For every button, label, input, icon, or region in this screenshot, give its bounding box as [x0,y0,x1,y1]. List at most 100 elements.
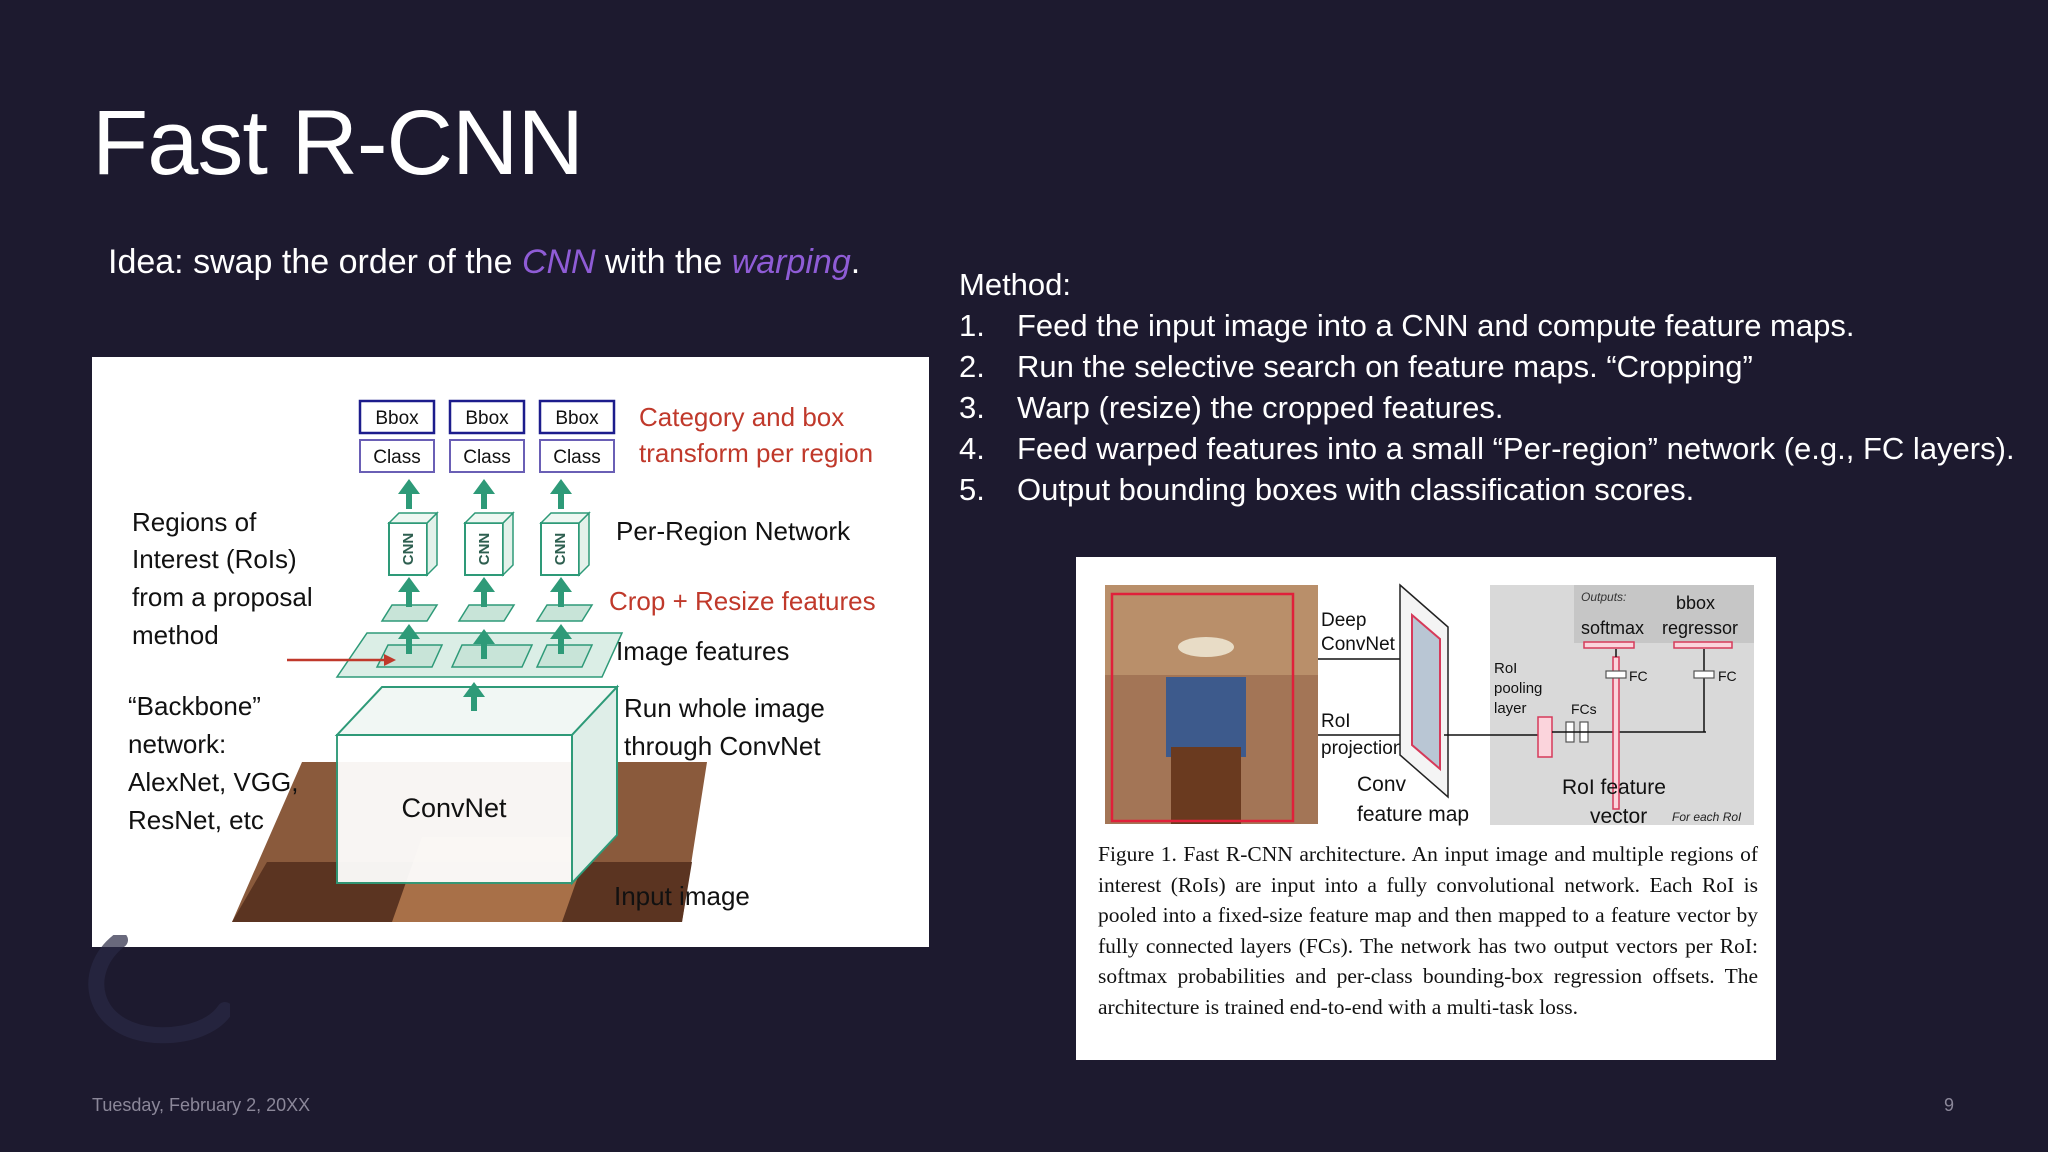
class-label: Class [553,447,601,468]
photo-background [1105,585,1318,675]
photo-horse [1171,747,1241,824]
up-arrow-icon [473,629,495,659]
idea-term-warping: warping [731,243,851,281]
method-steps: 1. Feed the input image into a CNN and co… [959,305,2015,510]
up-arrow-icon [473,479,495,509]
backbone-line2: network: [128,729,226,759]
green-arrows [398,479,572,659]
class-label: Class [373,447,421,468]
bbox-label: Bbox [375,408,419,429]
roi-pooling-line1: RoI [1494,660,1517,677]
outputs-block [1574,585,1754,643]
step-number: 1. [959,308,985,343]
up-arrow-icon [398,624,420,654]
crop-resize-label: Crop + Resize features [609,586,876,616]
cnn-block-top [539,512,591,524]
input-image-label: Input image [614,881,750,911]
fc-bbox-block [1693,670,1715,679]
class-box [539,439,615,473]
convnet-front [336,734,573,884]
cnn-label: CNN [400,533,417,566]
idea-middle: with the [595,243,732,281]
regions-line4: method [132,620,219,650]
regions-line1: Regions of [132,507,257,537]
fc-label-left: FC [1629,668,1648,684]
regions-line3: from a proposal [132,582,313,612]
pipeline-diagram: ConvNet CNN [128,399,876,922]
roi-label: RoI [1321,711,1351,732]
run-whole-image-line1: Run whole image [624,693,825,723]
per-region-label: Per-Region Network [616,516,851,546]
up-arrow-icon [463,682,485,711]
fcs-label: FCs [1571,701,1597,717]
backbone-line4: ResNet, etc [128,805,264,835]
idea-term-cnn: CNN [521,243,596,281]
method-step: 1. Feed the input image into a CNN and co… [959,305,2015,346]
roi-box [1110,592,1295,823]
step-number: 4. [959,431,985,466]
outputs-label: Outputs: [1581,590,1626,604]
regions-line2: Interest (RoIs) [132,544,297,574]
softmax-output-bar [1583,641,1635,649]
method-step: 3.Warp (resize) the cropped features. [959,387,2015,428]
bbox-output-bar [1673,641,1733,649]
bbox-box [538,399,616,435]
projection-label: projection [1321,738,1403,759]
bbox-label: Bbox [465,408,509,429]
bbox-label: bbox [1676,593,1715,613]
resized-feature-1 [380,604,439,622]
fc-label-right: FC [1718,668,1737,684]
step-text: Feed the input image into a CNN and comp… [1017,308,1855,343]
page-number: 9 [1944,1095,1955,1115]
step-number: 3. [959,390,985,425]
per-region-cnn-blocks: CNN CNN CNN [387,511,591,577]
resized-feature-3 [535,604,594,622]
figure-caption: Figure 1. Fast R-CNN architecture. An in… [1098,842,1758,1019]
step-number: 5. [959,472,985,507]
cnn-block-top [463,512,515,524]
regressor-label: regressor [1662,618,1738,638]
roi-projection-region [1411,612,1441,772]
up-arrow-icon [550,577,572,607]
roi-crop-1 [375,644,444,668]
method-section: Method: 1. Feed the input image into a CN… [959,264,2015,510]
up-arrow-icon [550,624,572,654]
method-step: 4. Feed warped features into a small “Per… [959,428,2015,469]
step-number: 2. [959,349,985,384]
roi-pooling-line3: layer [1494,700,1527,717]
decorative-arc [88,935,230,1044]
bbox-box [448,399,526,435]
step-text: Feed warped features into a small “Per-r… [1017,431,2015,466]
cnn-block [540,522,580,576]
roi-pool-block [1537,716,1553,758]
architecture-diagram: Deep ConvNet RoI projection Conv feature… [1105,583,1754,828]
category-label-line1: Category and box [639,402,844,432]
roi-crop-3 [535,644,594,668]
fast-rcnn-pipeline-figure: ConvNet CNN [92,357,929,947]
up-arrow-icon [473,577,495,607]
footer-date: Tuesday, February 2, 20XX [92,1095,311,1115]
step-text: Run the selective search on feature maps… [1017,349,1753,384]
photo-hat [1178,637,1234,657]
roi-feature-label: RoI feature [1562,776,1666,799]
cnn-block-top [387,512,439,524]
backbone-line1: “Backbone” [128,691,261,721]
cnn-label: CNN [476,533,493,566]
architecture-paper-figure: Deep ConvNet RoI projection Conv feature… [1076,557,1776,1060]
slide-title: Fast R-CNN [92,92,584,194]
photo-rider [1166,677,1246,757]
bbox-label: Bbox [555,408,599,429]
class-label: Class [463,447,511,468]
idea-suffix: . [850,243,861,281]
feature-map-label: feature map [1357,803,1469,826]
up-arrow-icon [550,479,572,509]
idea-text: Idea: swap the order of the CNN with the… [108,240,860,284]
method-heading: Method: [959,267,1072,302]
backbone-line3: AlexNet, VGG, [128,767,299,797]
for-each-roi-label: For each RoI [1672,810,1742,824]
up-arrow-icon [398,577,420,607]
roi-pooling-line2: pooling [1494,680,1542,697]
fc-softmax-block [1605,670,1627,679]
convnet-label: ConvNet [401,793,507,823]
roi-crop-2 [450,644,534,668]
